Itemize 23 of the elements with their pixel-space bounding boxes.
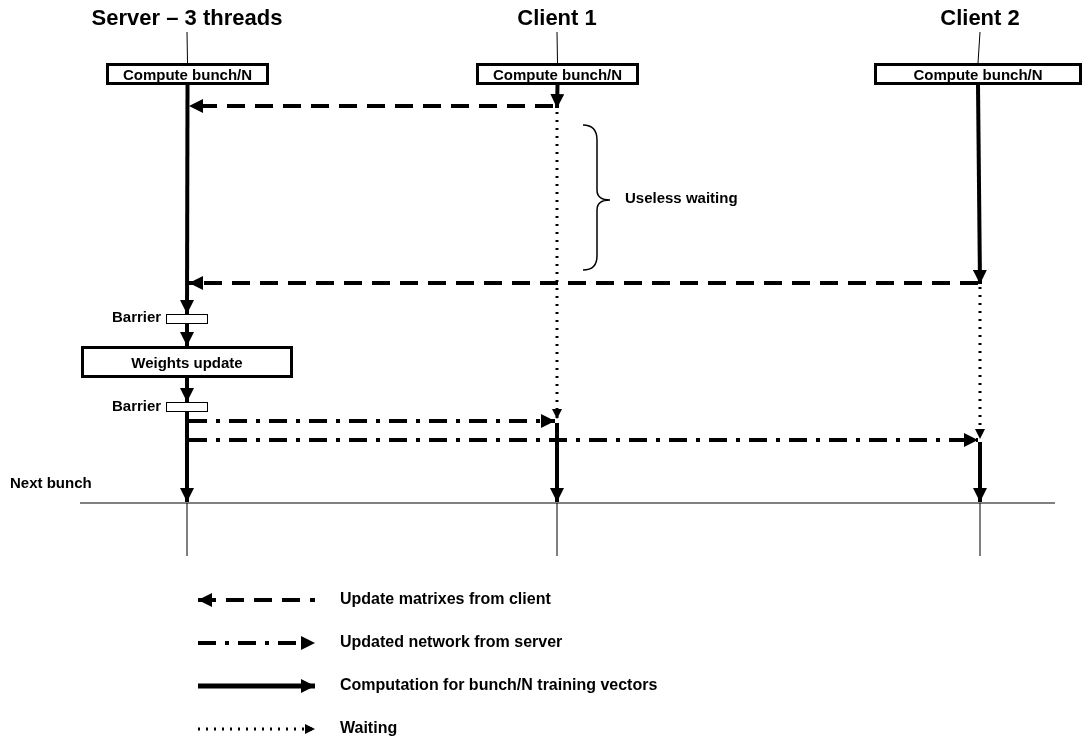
process-box: Compute bunch/N <box>476 63 639 85</box>
barrier-label: Barrier <box>112 308 162 325</box>
lifeline-heading: Client 2 <box>920 4 1040 32</box>
legend-text: Computation for bunch/N training vectors <box>340 676 658 694</box>
legend-text: Waiting <box>340 719 398 737</box>
arrow <box>550 84 565 109</box>
process-box: Compute bunch/N <box>106 63 269 85</box>
arrow <box>180 324 194 346</box>
process-box: Compute bunch/N <box>874 63 1082 85</box>
barrier-bar <box>166 314 208 324</box>
barrier-bar <box>166 402 208 412</box>
barrier-label: Barrier <box>112 397 162 414</box>
legend-text: Updated network from server <box>340 633 563 651</box>
process-box: Weights update <box>81 346 293 378</box>
lifeline-heading: Client 1 <box>497 4 617 32</box>
arrow <box>180 85 195 314</box>
lifeline-heading: Server – 3 threads <box>87 4 287 32</box>
legend-text: Update matrixes from client <box>340 590 551 608</box>
arrow <box>180 412 194 502</box>
arrow <box>972 84 987 285</box>
annotation-text: Useless waiting <box>625 189 738 206</box>
row-label: Next bunch <box>10 474 92 491</box>
arrow <box>180 378 194 402</box>
